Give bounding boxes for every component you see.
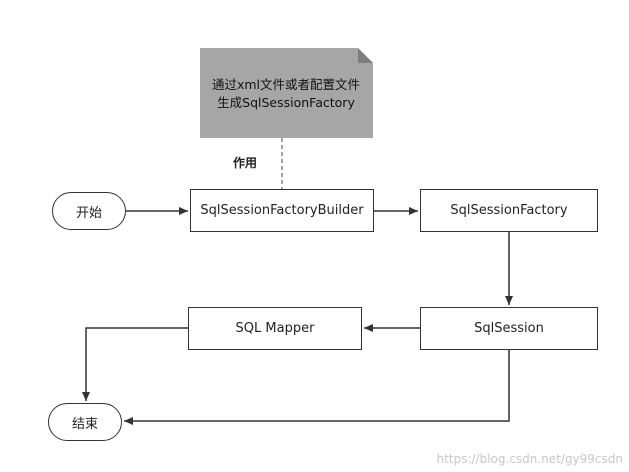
note-shape	[200, 48, 373, 138]
start-node: 开始	[52, 192, 126, 230]
edge-mapper-end	[82, 327, 188, 401]
factory-node: SqlSessionFactory	[420, 189, 598, 232]
note-fold	[358, 48, 373, 63]
end-node: 结束	[48, 403, 122, 441]
note-text: 通过xml文件或者配置文件 生成SqlSessionFactory	[200, 76, 372, 112]
edge-label-usage: 作用	[233, 156, 258, 170]
edge-session-end	[124, 350, 510, 425]
session-node: SqlSession	[420, 307, 598, 350]
note-line-2: 生成SqlSessionFactory	[217, 95, 355, 110]
watermark: https://blog.csdn.net/gy99csdn	[436, 452, 623, 466]
builder-node: SqlSessionFactoryBuilder	[190, 189, 374, 232]
note-line-1: 通过xml文件或者配置文件	[211, 77, 361, 92]
mapper-node: SQL Mapper	[188, 307, 362, 350]
